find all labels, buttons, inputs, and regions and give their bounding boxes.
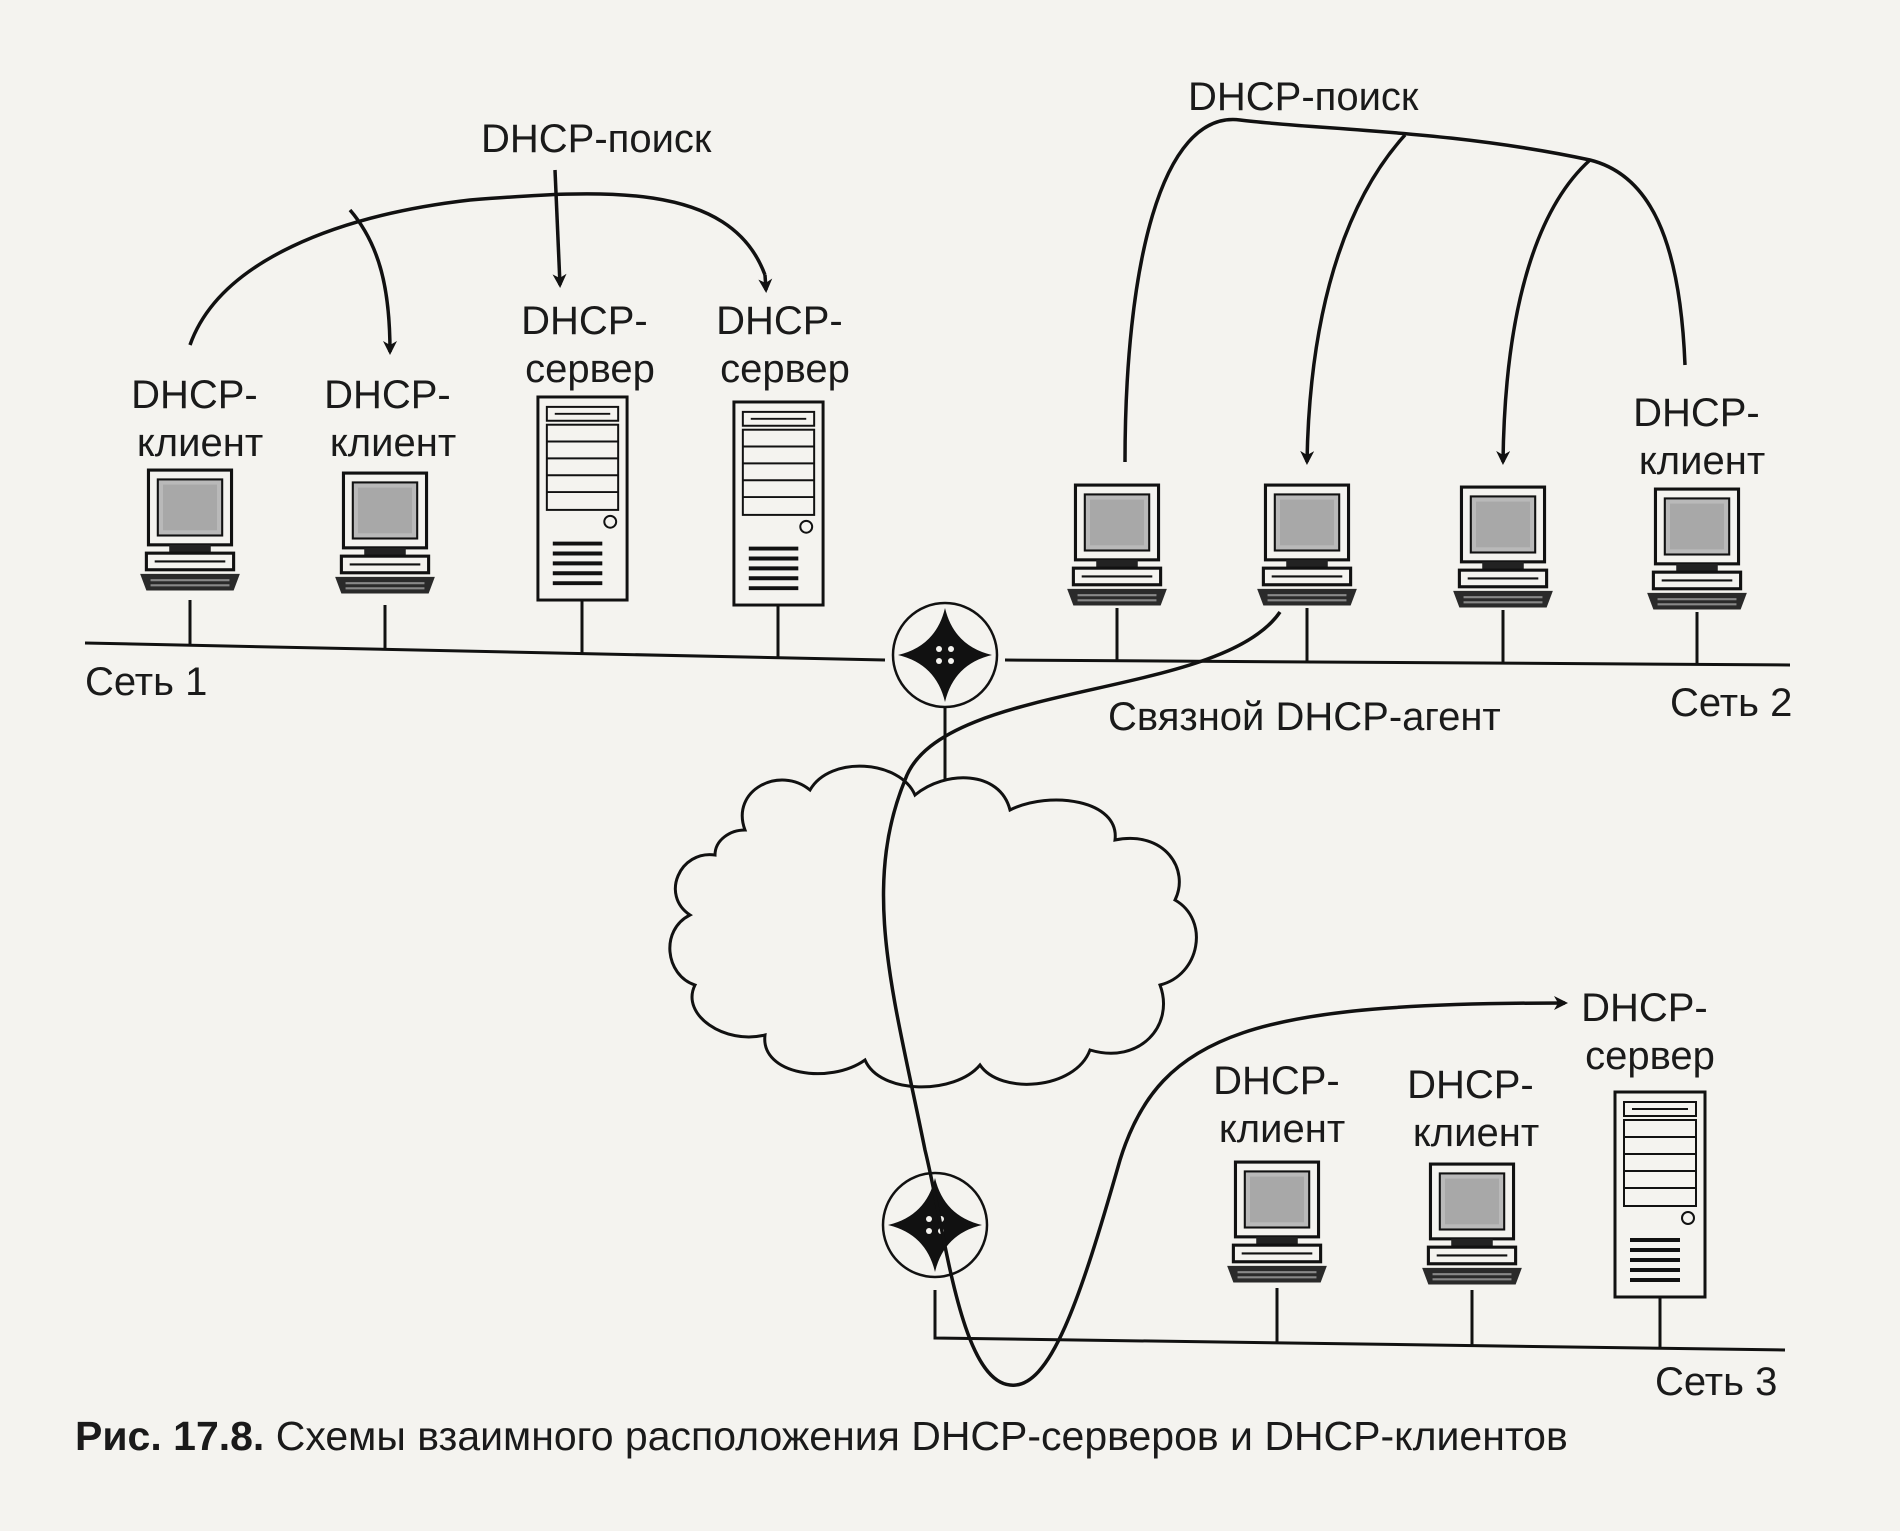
- figure-caption: Рис. 17.8. Схемы взаимного расположения …: [75, 1413, 1568, 1459]
- network1-arrow-client2: [348, 208, 397, 355]
- network3-server-icon: [1615, 1092, 1705, 1297]
- network2-client1-icon: [1065, 483, 1169, 608]
- wan-cloud: [668, 764, 1198, 1089]
- network2-client4-icon: [1645, 487, 1749, 612]
- network1-client1-icon: [138, 468, 242, 593]
- network3-client1-label: DHCP- клиент: [1213, 1059, 1351, 1151]
- network1-search-arc: [188, 192, 767, 346]
- network2-client3-icon: [1451, 485, 1555, 610]
- network1-client2-label: DHCP- клиент: [324, 373, 462, 465]
- network1-client2-icon: [333, 471, 437, 596]
- relay-path: [881, 611, 1568, 1387]
- network3-bus: [933, 1290, 1786, 1352]
- network2-search-label: DHCP-поиск: [1188, 75, 1419, 119]
- network3-server-label: DHCP- сервер: [1581, 986, 1719, 1078]
- network1-arrow-server2: [758, 274, 773, 293]
- network1-server1-label: DHCP- сервер: [521, 299, 659, 391]
- relay-agent-label: Связной DHCP-агент: [1108, 695, 1501, 739]
- network1-server1-icon: [538, 397, 627, 600]
- network3-label: Сеть 3: [1655, 1360, 1777, 1404]
- network2-bus: [1004, 658, 1791, 667]
- network2-client4-label: DHCP- клиент: [1633, 391, 1771, 483]
- network2-arrow-client3: [1496, 158, 1592, 465]
- router-network1-2: [891, 601, 999, 709]
- network1-arrow-server1: [552, 169, 567, 288]
- network3-client1-icon: [1225, 1160, 1329, 1285]
- network1-server2-label: DHCP- сервер: [716, 299, 854, 391]
- network3-client2-label: DHCP- клиент: [1407, 1063, 1545, 1155]
- network2-search-arc: [1123, 117, 1687, 463]
- network1-client1-label: DHCP- клиент: [131, 373, 269, 465]
- network2-client2-icon: [1255, 483, 1359, 608]
- network1-server2-icon: [734, 402, 823, 605]
- network1-bus: [84, 641, 886, 662]
- network3-client2-icon: [1420, 1162, 1524, 1287]
- network1-label: Сеть 1: [85, 660, 207, 704]
- network1-search-label: DHCP-поиск: [481, 117, 712, 161]
- network2-label: Сеть 2: [1670, 681, 1792, 725]
- network2-arrow-client2: [1300, 133, 1407, 465]
